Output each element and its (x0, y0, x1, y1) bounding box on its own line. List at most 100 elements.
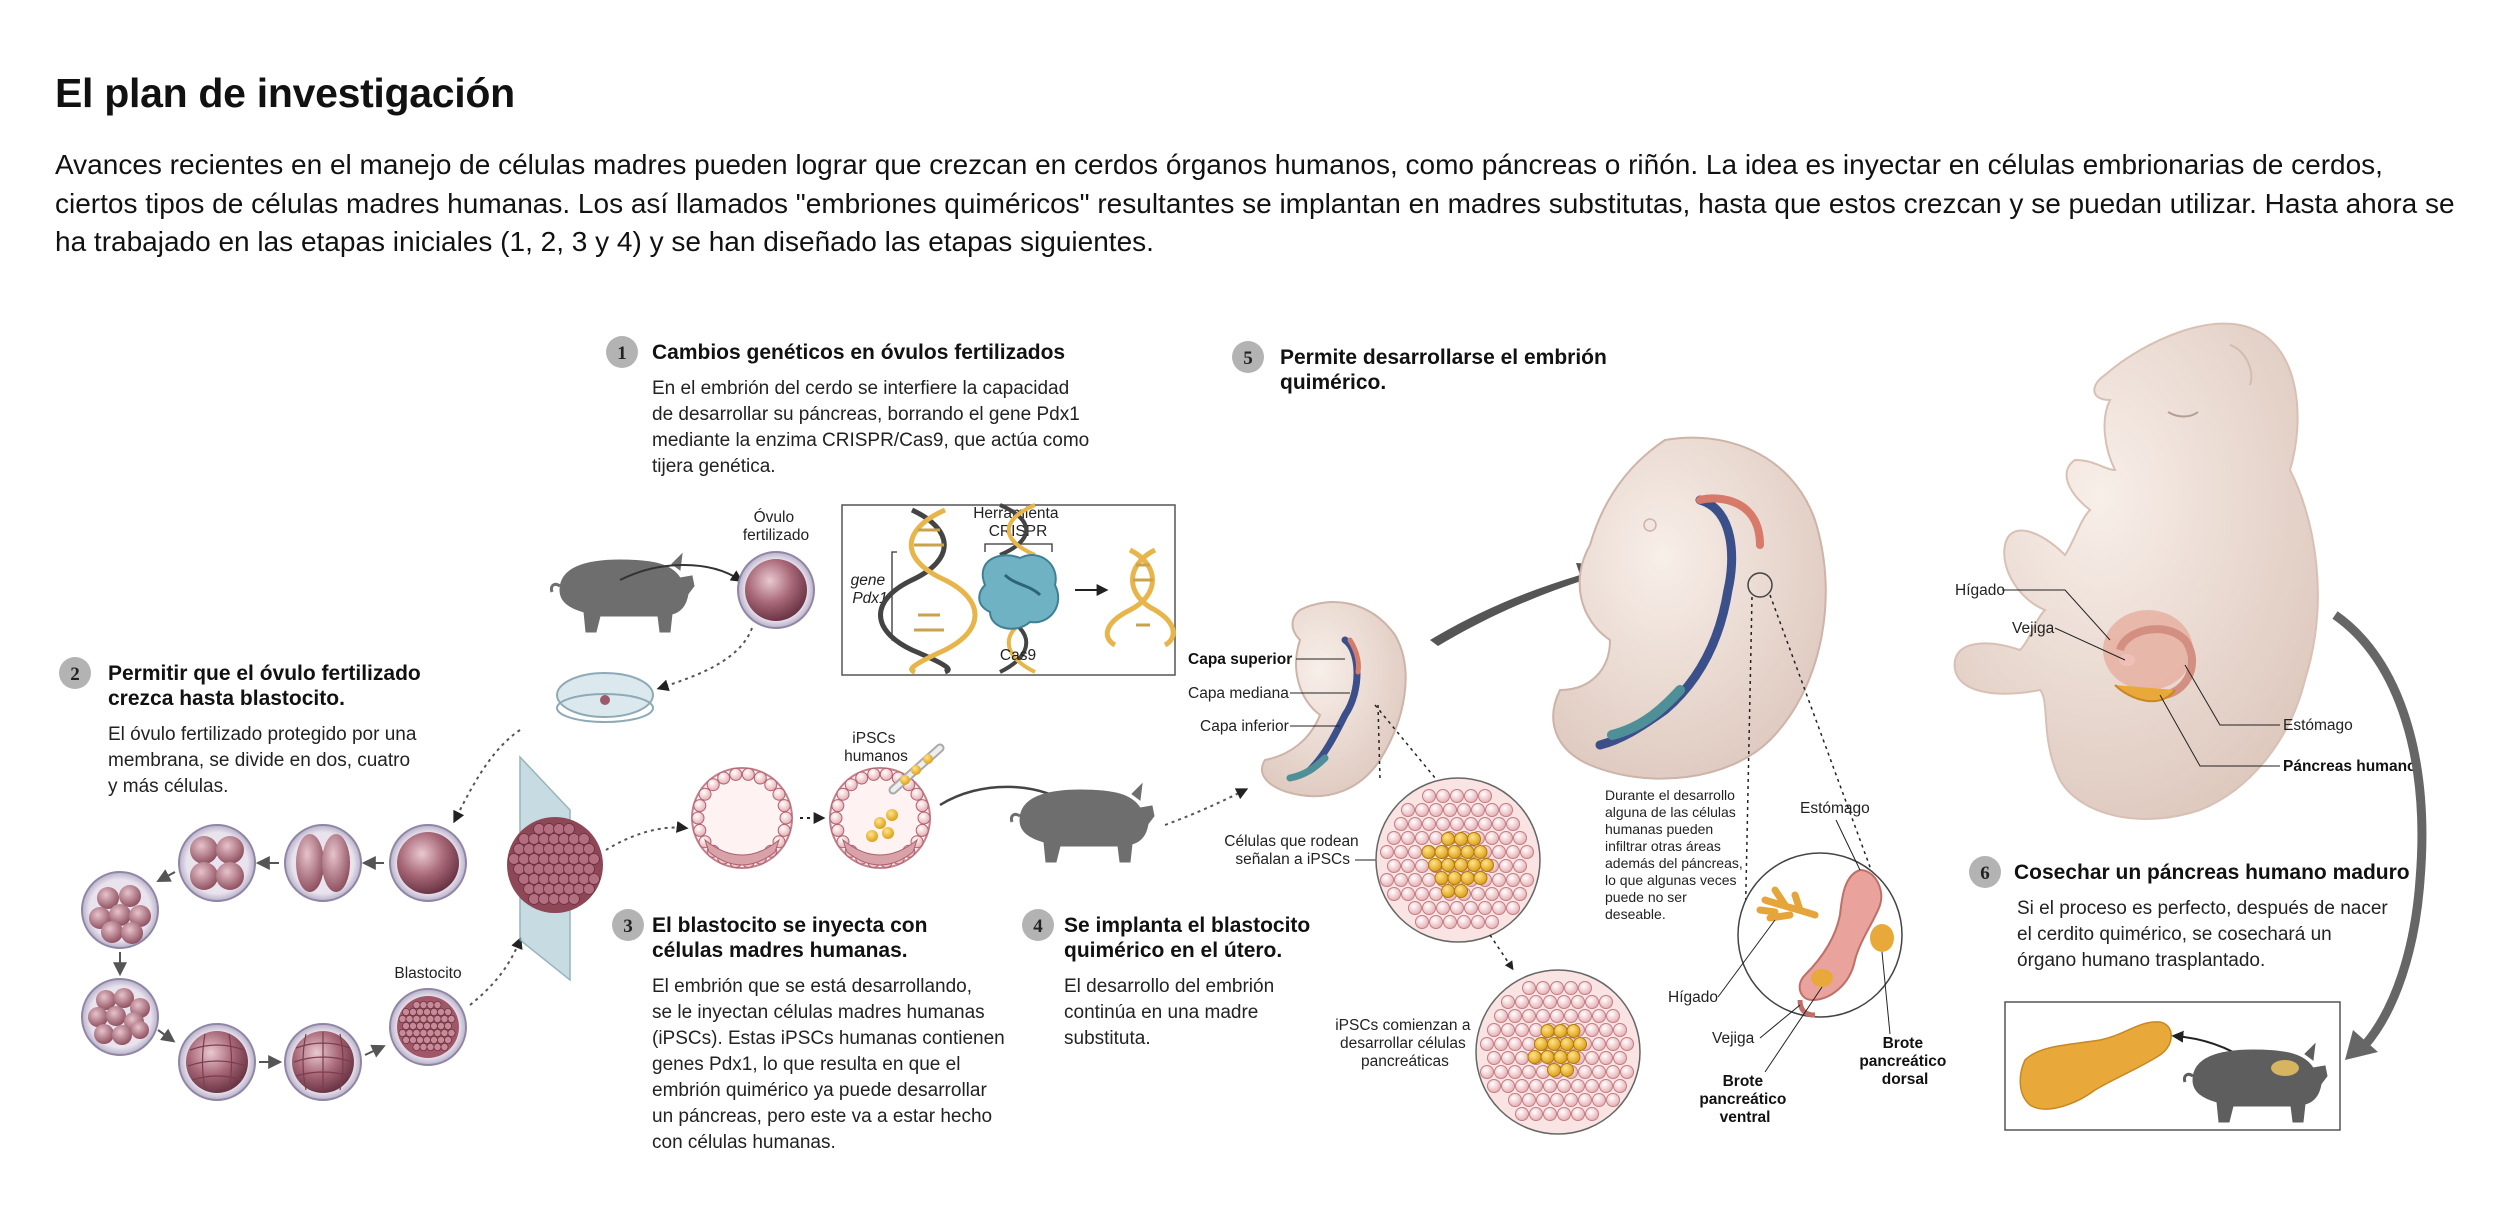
pancreatic-cell (1547, 1063, 1561, 1077)
blastocyst-cell (436, 1008, 445, 1017)
step2-title: Permitir que el óvulo fertilizado crezca… (108, 662, 427, 710)
embryo-cell (1471, 887, 1485, 901)
step2-body-line: y más células. (108, 776, 228, 797)
embryo-cell (1508, 1065, 1522, 1079)
step2-badge-number: 2 (70, 664, 80, 685)
label-brote-dorsal-line: pancreático (1859, 1053, 1946, 1070)
embryo-cell (1415, 859, 1429, 873)
label-celulas-rodean-line: Células que rodean (1224, 833, 1358, 850)
embryo-cell (1415, 803, 1429, 817)
pancreatic-cells-zoom (1475, 969, 1641, 1135)
morula-cell (533, 823, 545, 835)
embryo-cell (1536, 1093, 1550, 1107)
human-ipsc-cell (1467, 858, 1481, 872)
embryo-cell (1515, 1079, 1529, 1093)
injection-needle (888, 743, 945, 795)
trophoblast-cell (879, 767, 893, 781)
embryo-cell (1506, 845, 1520, 859)
label-capa-mediana: Capa mediana (1188, 685, 1289, 702)
label-ipscs-comienzan-line: iPSCs comienzan a (1335, 1017, 1471, 1034)
blastocyst-cell (401, 1022, 410, 1031)
label-durante-line: lo que algunas veces (1605, 872, 1737, 888)
morula-cell (513, 843, 525, 855)
surrogate-pig-icon (1009, 782, 1156, 864)
human-ipsc-cell (1434, 845, 1449, 859)
intro-paragraph: Avances recientes en el manejo de célula… (55, 149, 2455, 257)
embryo-cell (1492, 817, 1506, 831)
embryo-cell (1585, 1023, 1599, 1037)
step6-title: Cosechar un páncreas humano maduro (2014, 861, 2410, 884)
pancreatic-cell (1527, 1050, 1542, 1064)
label-brote-ventral-line: Brote (1723, 1073, 1764, 1090)
embryo-cell (1429, 887, 1443, 901)
embryo-cell (1499, 831, 1513, 845)
embryo-cell (1522, 1093, 1536, 1107)
embryo-cell (1387, 859, 1401, 873)
embryo-cell (1613, 1079, 1627, 1093)
step2-body: El óvulo fertilizado protegido por una m… (108, 724, 422, 797)
embryo-cell (1522, 1065, 1536, 1079)
label-vejiga: Vejiga (2012, 620, 2055, 637)
blastocyst-cell (443, 1022, 452, 1031)
embryo-cell (1387, 887, 1401, 901)
step4-badge (1022, 909, 1054, 941)
label-ipscs-comienzan-line: pancreáticas (1361, 1053, 1449, 1070)
blastocyst-cell (440, 1029, 449, 1038)
embryo-cell (1415, 915, 1429, 929)
embryo-cell (1492, 901, 1506, 915)
injected-blastocyst (829, 767, 931, 869)
embryo-cell (1592, 1009, 1606, 1023)
embryo-cell (1557, 995, 1571, 1009)
label-celulas-rodean-line: señalan a iPSCs (1235, 851, 1350, 868)
leader-line (2054, 627, 2126, 661)
embryo-cell (1422, 901, 1436, 915)
blastocyst-cell (415, 1022, 424, 1031)
embryo-cell (1429, 803, 1443, 817)
embryo-cell (1613, 1051, 1627, 1065)
blastocyst-cell (433, 1043, 442, 1052)
embryo-cell (1408, 817, 1422, 831)
morula-cell (583, 883, 595, 895)
blastocyst-cell (447, 1029, 456, 1038)
blastocyst (389, 988, 467, 1066)
arrow-icon (619, 564, 743, 582)
embryo-cell (1557, 1079, 1571, 1093)
morula-cell (543, 843, 555, 855)
trophoblast-cell (717, 771, 731, 785)
label-durante: Durante el desarrollo alguna de las célu… (1605, 787, 1747, 922)
step3-body: El embrión que se está desarrollando, se… (652, 976, 1010, 1153)
harvested-pancreas (2019, 1021, 2172, 1110)
label-vejiga-zoom: Vejiga (1712, 1030, 1755, 1047)
blastocyst-cell (412, 1015, 421, 1024)
embryo-cell (1520, 845, 1534, 859)
embryo-cell (1520, 873, 1534, 887)
step4-title-line: quimérico en el útero. (1064, 939, 1282, 962)
label-durante-line: deseable. (1605, 906, 1666, 922)
leader-line (2002, 589, 2111, 641)
embryo-cell (1501, 995, 1515, 1009)
crispr-tool-label-line: CRISPR (989, 523, 1048, 540)
zoom-line (1374, 704, 1446, 791)
human-ipsc-cell (1441, 832, 1455, 846)
embryo-cell (1387, 831, 1401, 845)
morula-cell (518, 873, 530, 885)
embryo-cell (1401, 831, 1415, 845)
embryo-cell (1536, 981, 1550, 995)
morula (507, 817, 603, 913)
step6-body: Si el proceso es perfecto, después de na… (2017, 898, 2393, 971)
blastocyst-cell (443, 1008, 452, 1017)
embryo-cell (1464, 901, 1478, 915)
morula-cell (563, 883, 575, 895)
human-ipsc-cell (1454, 884, 1468, 898)
embryo-cell (1422, 817, 1436, 831)
morula-cell (553, 863, 565, 875)
label-durante-line: puede no ser (1605, 889, 1687, 905)
embryo-cell (1550, 1093, 1564, 1107)
trophoblast-cell (693, 799, 707, 813)
morula-cell (528, 893, 540, 905)
embryo-cell (1408, 901, 1422, 915)
step6-body-line: órgano humano trasplantado. (2017, 950, 2265, 971)
human-ipsc-cell (1434, 871, 1449, 885)
label-brote-dorsal-line: Brote (1883, 1035, 1924, 1052)
cell-division-stage (284, 824, 362, 902)
